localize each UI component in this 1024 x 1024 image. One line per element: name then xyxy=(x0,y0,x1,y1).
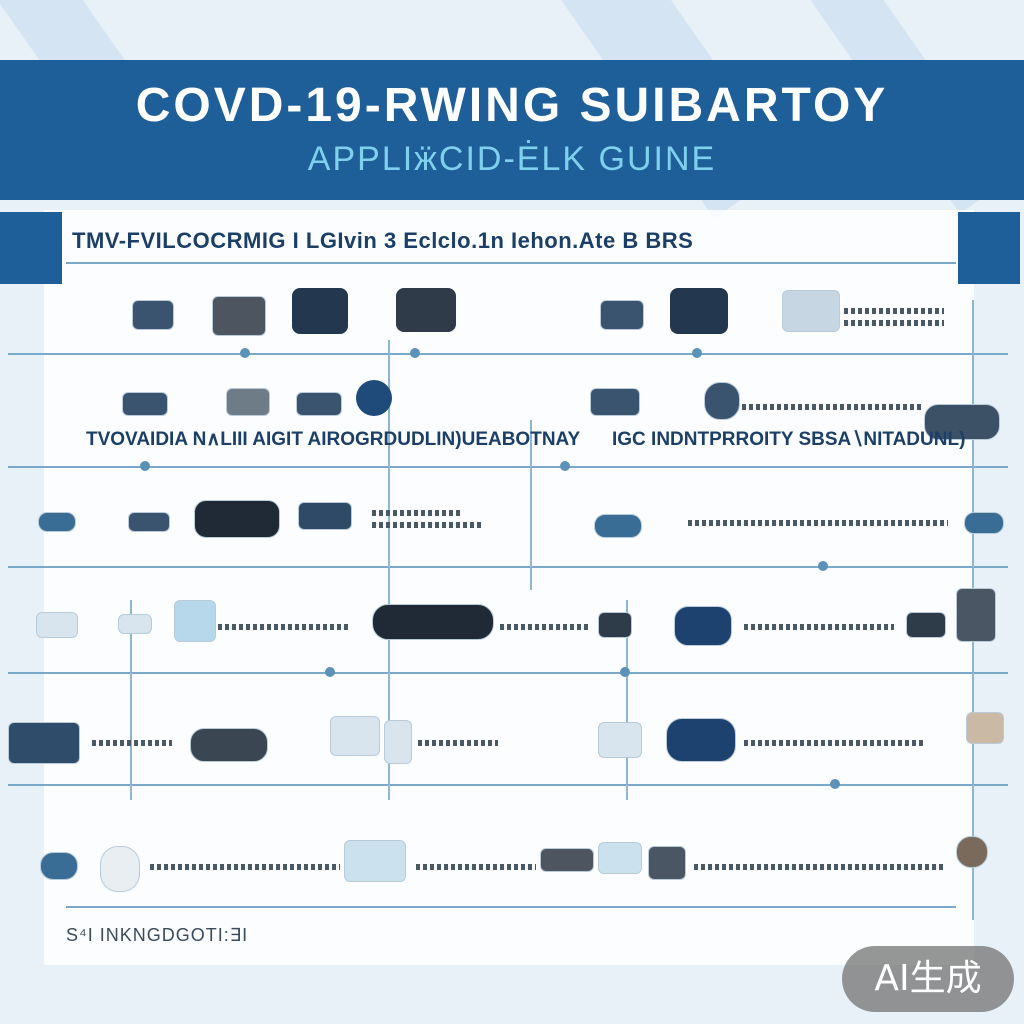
header-banner xyxy=(0,60,1024,200)
text-line xyxy=(744,740,924,746)
text-line xyxy=(418,740,498,746)
device-icon xyxy=(226,388,270,416)
timeline-guide xyxy=(530,420,532,590)
text-line xyxy=(92,740,172,746)
navigation-icon xyxy=(292,288,348,334)
device-icon xyxy=(964,512,1004,534)
page-subtitle: APPLIӝCID-ĖLK GUINE xyxy=(307,140,717,178)
board-icon xyxy=(174,600,216,642)
lamp-icon xyxy=(100,846,140,892)
device-icon xyxy=(956,588,996,642)
screen-icon xyxy=(598,842,642,874)
text-line xyxy=(688,520,948,526)
device-icon xyxy=(600,300,644,330)
text-line xyxy=(744,624,894,630)
text-line xyxy=(742,404,922,410)
device-icon xyxy=(396,288,456,332)
ai-generated-badge: AI生成 xyxy=(842,946,1014,1012)
device-icon xyxy=(128,512,170,532)
timeline-line xyxy=(66,906,956,908)
timeline-node xyxy=(140,461,150,471)
timeline-line xyxy=(8,672,1008,674)
device-icon xyxy=(648,846,686,880)
text-line xyxy=(844,308,944,314)
timeline-guide xyxy=(388,340,390,800)
device-icon xyxy=(704,382,740,420)
timeline-line xyxy=(8,566,1008,568)
left-side-block xyxy=(0,212,62,284)
page-title: COVD-19-RWING SUIBARTOY xyxy=(135,79,889,132)
device-icon xyxy=(36,612,78,638)
timeline-node xyxy=(830,779,840,789)
timeline-node xyxy=(410,348,420,358)
timeline-guide xyxy=(626,600,628,800)
device-icon xyxy=(594,514,642,538)
device-icon xyxy=(330,716,380,756)
device-icon xyxy=(598,722,642,758)
timeline-line xyxy=(66,262,956,264)
car-icon xyxy=(190,728,268,762)
timeline-node xyxy=(560,461,570,471)
text-line xyxy=(150,864,340,870)
navigation-icon xyxy=(670,288,728,334)
car-icon xyxy=(666,718,736,762)
footer-text: S⁴I INKNGDGOTI:∃I xyxy=(66,925,249,945)
timeline-node xyxy=(818,561,828,571)
device-icon xyxy=(38,512,76,532)
row-caption-right: IGC INDNTPRROITY SBSA∖NITADUNL) xyxy=(612,429,966,450)
text-line xyxy=(372,510,462,516)
car-icon xyxy=(674,606,732,646)
device-icon xyxy=(118,614,152,634)
text-line xyxy=(694,864,944,870)
device-icon xyxy=(132,300,174,330)
device-icon xyxy=(40,852,78,880)
device-icon xyxy=(590,388,640,416)
car-icon xyxy=(194,500,280,538)
car-icon xyxy=(298,502,352,530)
device-icon xyxy=(384,720,412,764)
navigation-icon xyxy=(356,380,392,416)
virus-icon xyxy=(956,836,988,868)
device-icon xyxy=(966,712,1004,744)
text-line xyxy=(218,624,348,630)
car-icon xyxy=(540,848,594,872)
timeline-node xyxy=(692,348,702,358)
car-icon xyxy=(924,404,1000,440)
device-icon xyxy=(212,296,266,336)
content-panel xyxy=(44,210,974,965)
device-icon xyxy=(122,392,168,416)
device-icon xyxy=(906,612,946,638)
section-title: TMV-FVILCOCRMIG I LGIvin 3 Eclclo.1n Ieh… xyxy=(72,228,694,253)
timeline-node xyxy=(325,667,335,677)
screen-icon xyxy=(344,840,406,882)
timeline-line xyxy=(8,466,1008,468)
robot-icon xyxy=(782,290,840,332)
text-line xyxy=(844,320,944,326)
timeline-line xyxy=(8,353,1008,355)
timeline-node xyxy=(620,667,630,677)
car-icon xyxy=(372,604,494,640)
text-line xyxy=(372,522,482,528)
device-icon xyxy=(598,612,632,638)
timeline-line xyxy=(8,784,1008,786)
device-icon xyxy=(296,392,342,416)
row-caption-left: TVOVAIDIA N∧LIII AIGIT AIROGRDUDLIN)UEAB… xyxy=(86,429,581,450)
text-line xyxy=(416,864,536,870)
car-icon xyxy=(8,722,80,764)
right-side-block xyxy=(958,212,1020,284)
timeline-guide xyxy=(130,600,132,800)
text-line xyxy=(500,624,590,630)
timeline-node xyxy=(240,348,250,358)
